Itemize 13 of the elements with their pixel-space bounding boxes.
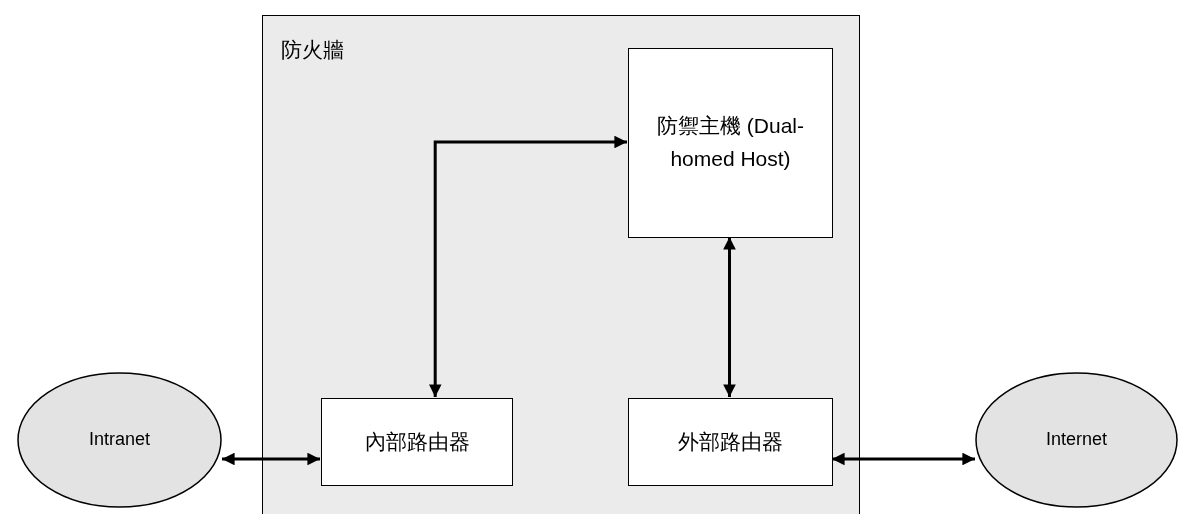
process-box (628, 48, 833, 238)
node-label: Internet (1045, 428, 1107, 452)
double-arrow (221, 452, 320, 465)
double-arrow (428, 135, 627, 397)
node-label: Intranet (88, 428, 150, 452)
double-arrow (831, 452, 975, 465)
node-label: 內部路由器 (364, 428, 470, 455)
node-label: 防火牆 (281, 37, 344, 63)
node-label: 防禦主機 (Dual-homed Host) (656, 113, 805, 172)
process-box (628, 398, 833, 486)
double-arrow (722, 236, 736, 397)
process-box (321, 398, 513, 486)
node-label: 外部路由器 (678, 428, 783, 455)
